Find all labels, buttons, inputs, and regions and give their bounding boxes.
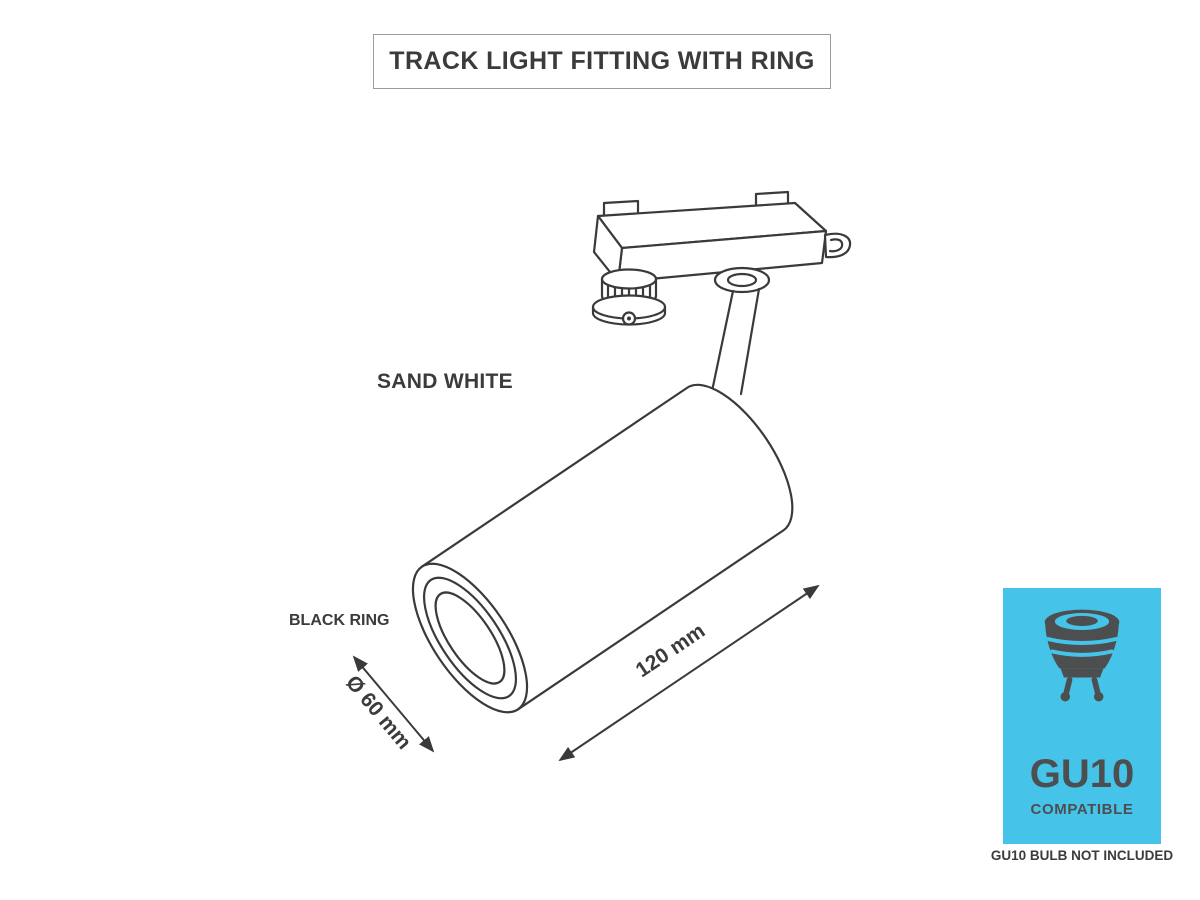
lamp-cylinder-outline: [420, 383, 794, 711]
badge-compatible-label: COMPATIBLE: [1030, 801, 1134, 818]
dim-length-label: 120 mm: [632, 619, 710, 682]
adapter-hook-outline: [823, 232, 852, 259]
badge-socket-label: GU10: [1029, 752, 1135, 796]
stem: [709, 287, 761, 398]
dim-diameter-label: Ø 60 mm: [341, 671, 416, 754]
ring-label: BLACK RING: [289, 612, 390, 629]
dim-diameter-arrow: [352, 655, 435, 753]
lamp-front-ring: [411, 562, 529, 714]
lamp-body: [411, 383, 794, 714]
badge-note: GU10 BULB NOT INCLUDED: [990, 848, 1174, 863]
gu10-badge: GU10 COMPATIBLE: [1003, 588, 1161, 844]
page-title: TRACK LIGHT FITTING WITH RING: [389, 47, 815, 75]
stem-collar-inner: [726, 272, 758, 288]
knob-top: [600, 268, 658, 290]
lamp-opening: [434, 591, 506, 685]
adapter-hook-slot: [828, 238, 844, 253]
finish-label: SAND WHITE: [377, 370, 513, 393]
dim-length-arrow: [558, 584, 820, 762]
lamp-ring-inner-edge: [422, 576, 518, 700]
stem-collar: [713, 266, 771, 294]
title-box: TRACK LIGHT FITTING WITH RING: [373, 34, 831, 89]
adapter-knob: [591, 268, 667, 326]
adapter-tab-left-outline: [602, 199, 640, 218]
adapter-tab-right-outline: [754, 190, 790, 208]
gu10-bulb-icon: [1044, 609, 1120, 702]
knob-hub-dot: [627, 316, 631, 321]
